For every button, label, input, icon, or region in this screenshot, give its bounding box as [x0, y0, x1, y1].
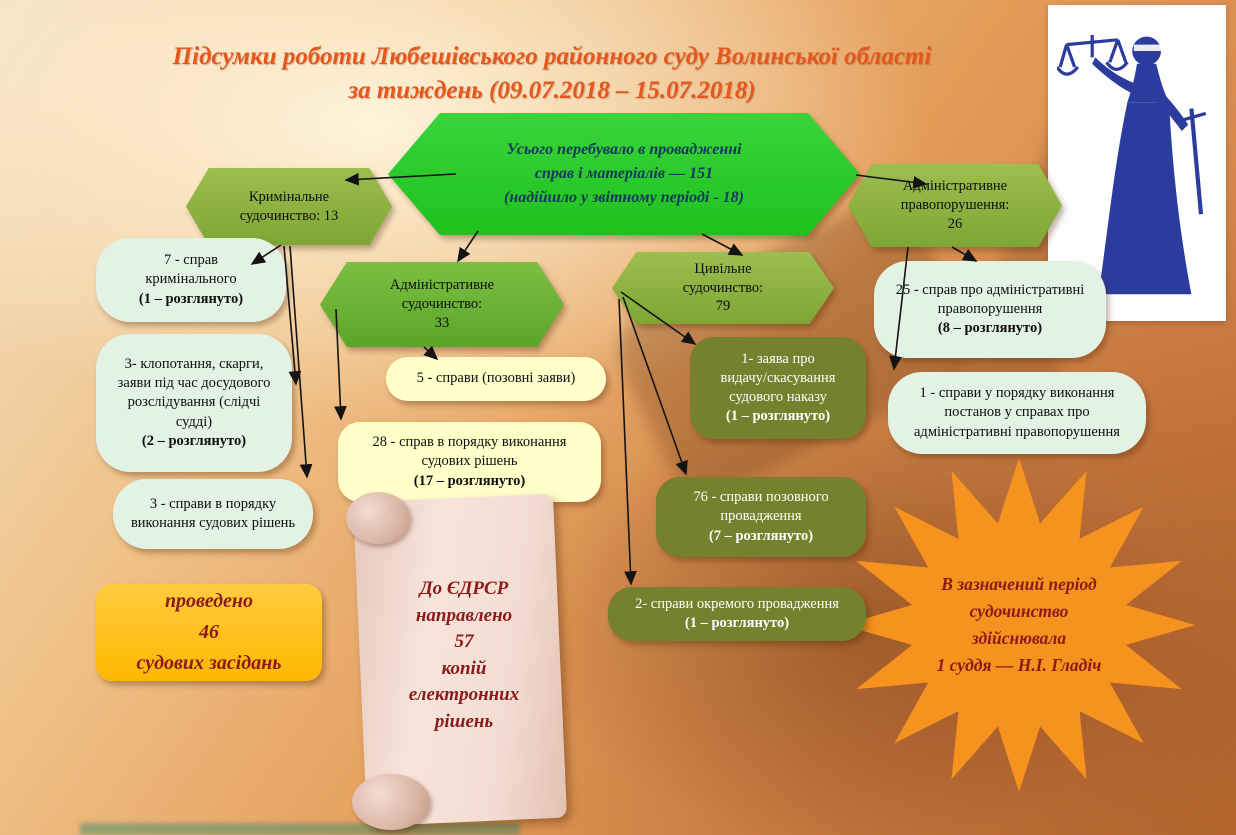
- box-civil-lawsuits: 76 - справи позовного провадження (7 – р…: [656, 477, 866, 557]
- box-admin-enforcement-text: 28 - справ в порядку виконання судових р…: [372, 434, 567, 470]
- node-admin-judiciary: Адміністративне судочинство: 33: [320, 262, 564, 347]
- box-admin-enforcement-result: (17 – розглянуто): [413, 472, 526, 489]
- box-civil-court-order-result: (1 – розглянуто): [725, 408, 831, 425]
- box-criminal-enforcement-text: 3 - справи в порядку виконання судових р…: [130, 495, 296, 531]
- node-civil: Цивільне судочинство: 79: [612, 252, 834, 324]
- node-criminal-label: Кримінальне судочинство: 13: [239, 188, 339, 224]
- box-offense-cases-result: (8 – розглянуто): [937, 320, 1043, 337]
- lady-justice-icon: [1057, 35, 1207, 295]
- node-admin-offense-label: Адміністративне правопорушення: 26: [900, 178, 1010, 232]
- node-total-cases: Усього перебувало в провадженні справ і …: [388, 113, 860, 235]
- scroll-top-curl: [346, 492, 410, 544]
- judge-note: В зазначений період судочинство здійснюв…: [936, 573, 1102, 676]
- page-title-line1: Підсумки роботи Любешівського районного …: [172, 43, 932, 70]
- node-criminal: Кримінальне судочинство: 13: [186, 168, 392, 245]
- box-offense-enforcement-text: 1 - справи у порядку виконання постанов …: [914, 385, 1120, 440]
- sessions-note: проведено 46 судових засідань: [96, 584, 322, 681]
- node-admin-offense: Адміністративне правопорушення: 26: [848, 164, 1062, 247]
- box-admin-claims-text: 5 - справи (позовні заяви): [416, 370, 576, 387]
- star-burst: В зазначений період судочинство здійснюв…: [843, 458, 1195, 792]
- box-civil-lawsuits-result: (7 – розглянуто): [708, 527, 814, 544]
- scroll-shape: До ЄДРСР направлено 57 копій електронних…: [340, 492, 567, 830]
- box-civil-separate-proceedings-text: 2- справи окремого провадження: [635, 595, 839, 612]
- box-civil-lawsuits-text: 76 - справи позовного провадження: [693, 489, 829, 525]
- sessions-note-text: проведено 46 судових засідань: [136, 590, 282, 674]
- node-total-cases-label: Усього перебувало в провадженні справ і …: [503, 141, 745, 206]
- box-civil-separate-proceedings: 2- справи окремого провадження (1 – розг…: [608, 587, 866, 641]
- box-criminal-motions-result: (2 – розглянуто): [141, 432, 247, 449]
- box-criminal-motions: 3- клопотання, скарги, заяви під час дос…: [96, 334, 292, 472]
- page-title-line2: за тиждень (09.07.2018 – 15.07.2018): [348, 76, 756, 104]
- box-civil-court-order-text: 1- заява про видачу/скасування судового …: [720, 350, 836, 405]
- box-offense-cases-text: 25 - справ про адміністративні правопору…: [895, 281, 1085, 317]
- node-admin-judiciary-label: Адміністративне судочинство: 33: [389, 277, 495, 331]
- box-offense-enforcement: 1 - справи у порядку виконання постанов …: [888, 372, 1146, 454]
- node-civil-label: Цивільне судочинство: 79: [682, 260, 764, 315]
- box-offense-cases: 25 - справ про адміністративні правопору…: [874, 261, 1106, 358]
- registry-note: До ЄДРСР направлено 57 копій електронних…: [408, 578, 520, 732]
- box-criminal-motions-text: 3- клопотання, скарги, заяви під час дос…: [117, 356, 271, 430]
- box-criminal-cases: 7 - справ кримінального (1 – розглянуто): [96, 238, 286, 322]
- box-criminal-cases-result: (1 – розглянуто): [138, 290, 244, 307]
- scroll-bottom-curl: [352, 774, 430, 830]
- box-civil-court-order: 1- заява про видачу/скасування судового …: [690, 337, 866, 439]
- box-criminal-enforcement: 3 - справи в порядку виконання судових р…: [113, 479, 313, 549]
- box-civil-separate-proceedings-result: (1 – розглянуто): [684, 615, 790, 631]
- box-admin-claims: 5 - справи (позовні заяви): [386, 357, 606, 401]
- box-criminal-cases-text: 7 - справ кримінального: [145, 252, 237, 288]
- page-title: Підсумки роботи Любешівського районного …: [58, 40, 1046, 108]
- box-admin-enforcement: 28 - справ в порядку виконання судових р…: [338, 422, 601, 502]
